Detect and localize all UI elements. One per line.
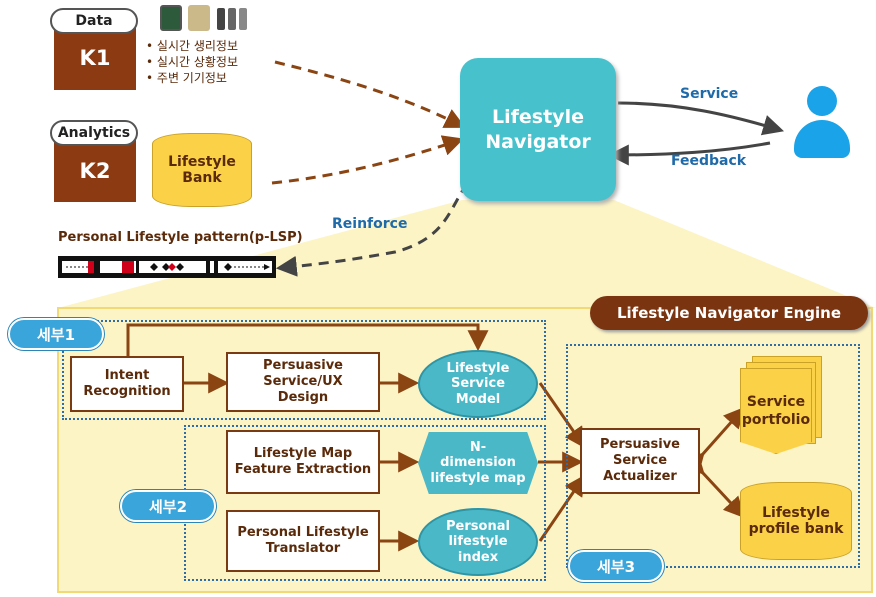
index-to-actualizer-arrow bbox=[538, 474, 586, 542]
k2-to-navigator-arrow bbox=[271, 135, 464, 185]
actualizer-profile-arrow bbox=[682, 452, 745, 519]
data-tag-label: Data bbox=[75, 13, 113, 29]
k2-label: K2 bbox=[79, 159, 111, 183]
analytics-tag: Analytics bbox=[50, 120, 138, 146]
analytics-tag-label: Analytics bbox=[57, 125, 131, 141]
lifestyle-bank-cylinder: Lifestyle Bank bbox=[152, 133, 252, 207]
wearable-device-icon bbox=[188, 5, 210, 31]
group-2-badge: 세부2 bbox=[120, 490, 216, 522]
service-model-to-actualizer-arrow bbox=[538, 382, 586, 449]
data-tag: Data bbox=[50, 8, 138, 34]
lifestyle-service-model-oval: Lifestyle Service Model bbox=[418, 350, 538, 418]
lifestyle-navigator-box: Lifestyle Navigator bbox=[460, 58, 616, 201]
reinforce-arrow bbox=[275, 153, 509, 277]
k1-box: K1 bbox=[54, 25, 136, 90]
k1-label: K1 bbox=[79, 45, 111, 70]
lifestyle-profile-bank-label: Lifestyle profile bank bbox=[748, 505, 844, 537]
lifestyle-navigator-label: Lifestyle Navigator bbox=[485, 105, 591, 153]
engine-title: Lifestyle Navigator Engine bbox=[590, 296, 868, 330]
group-1-badge: 세부1 bbox=[8, 318, 104, 350]
feedback-arrow bbox=[607, 141, 771, 166]
intent-recognition-label: Intent Recognition bbox=[83, 367, 171, 399]
persuasive-service-actualizer-box: Persuasive Service Actualizer bbox=[580, 428, 700, 494]
phone-device-icon bbox=[228, 8, 236, 30]
k2-box: K2 bbox=[54, 140, 136, 202]
user-icon bbox=[794, 86, 850, 158]
plsp-title: Personal Lifestyle pattern(p-LSP) bbox=[58, 230, 303, 245]
service-arrow bbox=[617, 101, 785, 136]
group-3-label: 세부3 bbox=[596, 557, 636, 576]
intent-to-service-model-arrow bbox=[126, 323, 489, 356]
k1-data-list: • 실시간 생리정보 • 실시간 상황정보 • 주변 기기정보 bbox=[146, 38, 286, 87]
spotlight-beam bbox=[58, 200, 876, 308]
service-label: Service bbox=[680, 86, 739, 102]
engine-title-label: Lifestyle Navigator Engine bbox=[616, 304, 842, 322]
group-1-border bbox=[62, 320, 546, 420]
service-portfolio-label: Service portfolio bbox=[741, 393, 811, 428]
persuasive-ux-design-label: Persuasive Service/UX Design bbox=[262, 357, 343, 406]
k1-data-item: • 실시간 상황정보 bbox=[146, 55, 239, 70]
group-2-label: 세부2 bbox=[148, 497, 188, 516]
intent-recognition-box: Intent Recognition bbox=[70, 356, 184, 412]
user-head-icon bbox=[807, 86, 837, 116]
n-dimension-map-hexagon: N- dimension lifestyle map bbox=[418, 432, 538, 494]
lifestyle-bank-label: Lifestyle Bank bbox=[168, 154, 236, 186]
plsp-pattern-bar bbox=[58, 256, 276, 278]
persuasive-service-actualizer-label: Persuasive Service Actualizer bbox=[599, 436, 680, 485]
persuasive-ux-design-box: Persuasive Service/UX Design bbox=[226, 352, 380, 412]
map-feature-extraction-label: Lifestyle Map Feature Extraction bbox=[234, 445, 372, 477]
k1-data-item: • 주변 기기정보 bbox=[146, 71, 227, 86]
group-1-label: 세부1 bbox=[36, 325, 76, 344]
k1-to-navigator-arrow bbox=[274, 60, 466, 128]
personal-lifestyle-index-oval: Personal lifestyle index bbox=[418, 508, 538, 576]
device-icons bbox=[160, 5, 250, 31]
personal-lifestyle-translator-label: Personal Lifestyle Translator bbox=[237, 524, 369, 556]
group-3-border bbox=[566, 344, 860, 568]
user-body-icon bbox=[794, 120, 850, 158]
k1-data-item: • 실시간 생리정보 bbox=[146, 39, 239, 53]
phone-device-icon bbox=[217, 8, 225, 30]
map-feature-extraction-box: Lifestyle Map Feature Extraction bbox=[226, 430, 380, 494]
feedback-label: Feedback bbox=[671, 153, 747, 169]
group-3-badge: 세부3 bbox=[568, 550, 664, 582]
lifestyle-profile-bank-cylinder: Lifestyle profile bank bbox=[740, 482, 852, 560]
monitor-device-icon bbox=[160, 5, 182, 31]
n-dimension-map-label: N- dimension lifestyle map bbox=[430, 439, 526, 486]
lifestyle-service-model-label: Lifestyle Service Model bbox=[446, 360, 510, 407]
personal-lifestyle-translator-box: Personal Lifestyle Translator bbox=[226, 510, 380, 572]
service-portfolio-doc: Service portfolio bbox=[740, 368, 812, 454]
personal-lifestyle-index-label: Personal lifestyle index bbox=[446, 518, 510, 565]
reinforce-label: Reinforce bbox=[332, 216, 408, 232]
actualizer-portfolio-arrow bbox=[682, 406, 745, 475]
phone-device-icon bbox=[239, 8, 247, 30]
